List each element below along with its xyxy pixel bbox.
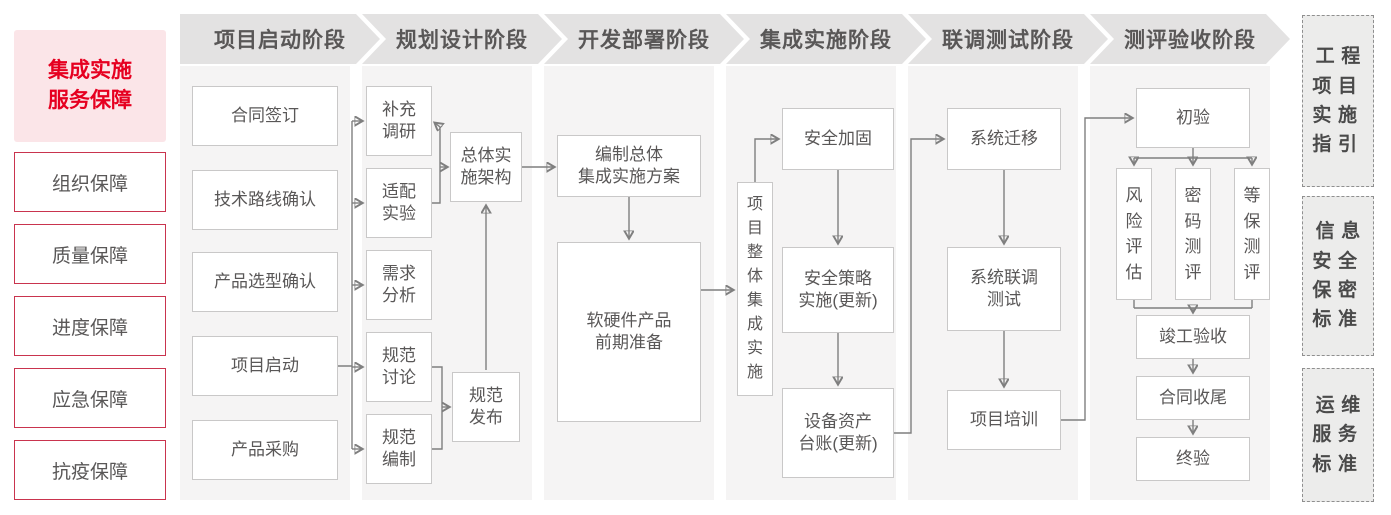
phase-header-testing: 联调测试阶段 [908, 14, 1108, 64]
node-security-hardening: 安全加固 [782, 108, 894, 170]
node-crypto-evaluation: 密 码 测 评 [1175, 168, 1211, 300]
node-hw-sw-preparation: 软硬件产品 前期准备 [557, 242, 701, 422]
standard-project-guide: 工程 项目 实施 指引 [1302, 15, 1374, 187]
node-contract-closure: 合同收尾 [1136, 376, 1250, 420]
node-requirement-analysis: 需求 分析 [366, 250, 432, 320]
phase-header-integration: 集成实施阶段 [726, 14, 926, 64]
node-overall-integration: 项 目 整 体 集 成 实 施 [737, 182, 773, 396]
node-security-policy: 安全策略 实施(更新) [782, 247, 894, 333]
node-product-procurement: 产品采购 [192, 420, 338, 480]
node-completion-acceptance: 竣工验收 [1136, 315, 1250, 359]
node-contract-signing: 合同签订 [192, 86, 338, 146]
phase-header-acceptance: 测评验收阶段 [1090, 14, 1290, 64]
sidebar-item-quality: 质量保障 [14, 224, 166, 284]
phase-header-planning: 规划设计阶段 [362, 14, 562, 64]
diagram-title: 集成实施 服务保障 [14, 30, 166, 142]
sidebar-item-emergency: 应急保障 [14, 368, 166, 428]
node-spec-drafting: 规范 编制 [366, 414, 432, 484]
phase-header-development: 开发部署阶段 [544, 14, 744, 64]
node-initial-acceptance: 初验 [1136, 88, 1250, 148]
node-asset-ledger: 设备资产 台账(更新) [782, 388, 894, 478]
node-risk-assessment: 风 险 评 估 [1116, 168, 1152, 300]
node-final-acceptance: 终验 [1136, 437, 1250, 481]
node-supplement-research: 补充 调研 [366, 86, 432, 156]
node-spec-release: 规范 发布 [452, 372, 520, 442]
standard-ops-service: 运维 服务 标准 [1302, 368, 1374, 502]
node-tech-route-confirm: 技术路线确认 [192, 170, 338, 230]
node-project-kickoff: 项目启动 [192, 336, 338, 396]
node-joint-debug-test: 系统联调 测试 [947, 247, 1061, 331]
node-spec-discussion: 规范 讨论 [366, 332, 432, 402]
phase-header-startup: 项目启动阶段 [180, 14, 380, 64]
node-product-selection: 产品选型确认 [192, 252, 338, 312]
node-mlps-evaluation: 等 保 测 评 [1234, 168, 1270, 300]
sidebar-item-organization: 组织保障 [14, 152, 166, 212]
node-adaptation-test: 适配 实验 [366, 168, 432, 238]
node-overall-architecture: 总体实 施架构 [450, 132, 522, 202]
node-project-training: 项目培训 [947, 390, 1061, 450]
sidebar-item-schedule: 进度保障 [14, 296, 166, 356]
node-overall-implementation-plan: 编制总体 集成实施方案 [557, 135, 701, 197]
node-system-migration: 系统迁移 [947, 108, 1061, 170]
standard-info-security: 信息 安全 保密 标准 [1302, 196, 1374, 356]
sidebar-item-pandemic: 抗疫保障 [14, 440, 166, 500]
